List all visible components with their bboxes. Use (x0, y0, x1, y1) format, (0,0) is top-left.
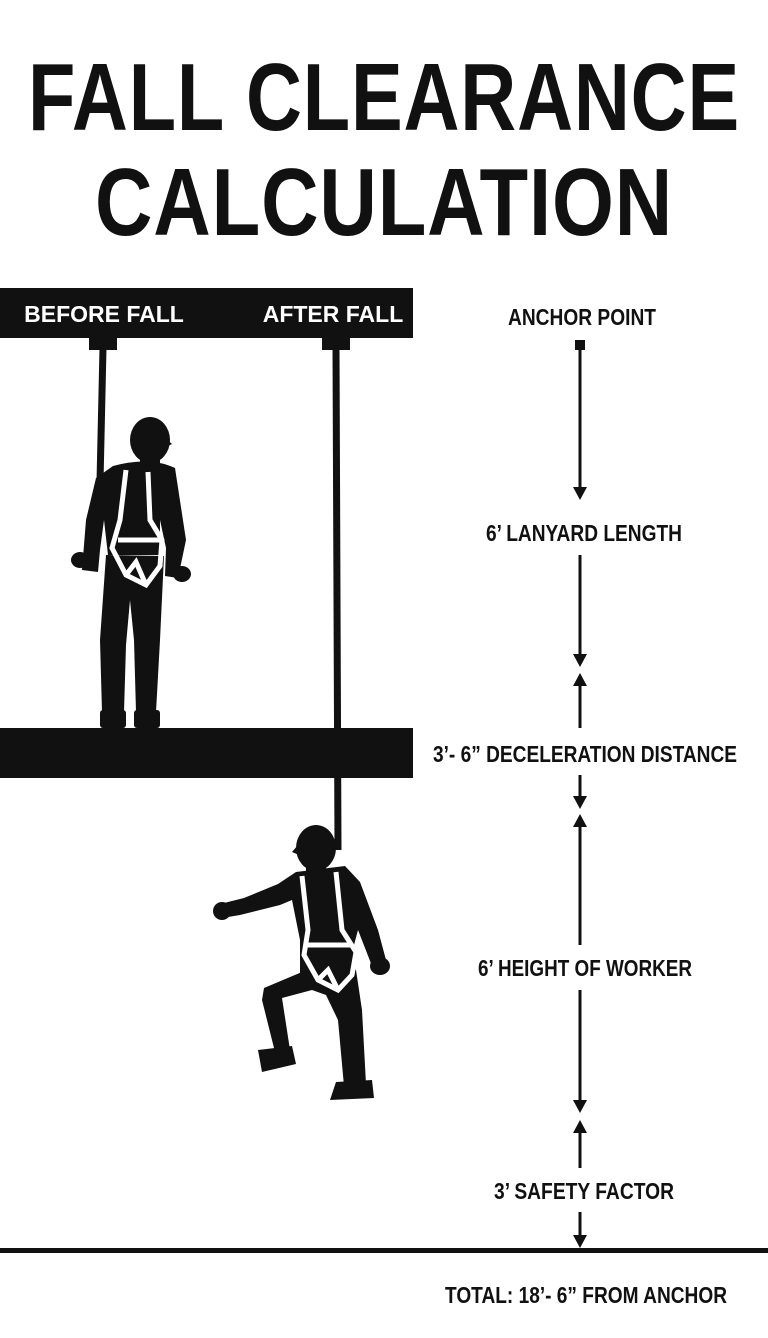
title-line-2: CALCULATION (95, 149, 673, 256)
arrow-down-icon (573, 487, 587, 500)
ground-line (0, 1248, 768, 1253)
after-fall-label: AFTER FALL (263, 301, 404, 327)
worker-height-label: 6’ HEIGHT OF WORKER (478, 955, 692, 981)
working-platform (0, 728, 413, 778)
anchor-point-marker (575, 340, 585, 350)
deceleration-distance-label: 3’- 6” DECELERATION DISTANCE (433, 741, 737, 767)
title-line-1: FALL CLEARANCE (28, 44, 740, 151)
safety-factor-label: 3’ SAFETY FACTOR (494, 1178, 674, 1204)
lanyard-before (96, 347, 107, 483)
arrow-up-icon (573, 1120, 587, 1133)
anchor-bracket-after (322, 336, 350, 350)
worker-after-fall-icon (213, 825, 390, 1100)
arrow-down-icon (573, 654, 587, 667)
arrow-down-icon (573, 1100, 587, 1113)
harness-before (109, 469, 165, 589)
arrow-down-icon (573, 1235, 587, 1248)
arrow-up-icon (573, 673, 587, 686)
measurement-arrows (573, 340, 587, 1248)
lanyard-length-label: 6’ LANYARD LENGTH (486, 520, 682, 546)
arrow-down-icon (573, 796, 587, 809)
harness-after (299, 871, 359, 994)
total-clearance-label: TOTAL: 18’- 6” FROM ANCHOR (445, 1282, 727, 1308)
arrow-up-icon (573, 814, 587, 827)
before-fall-label: BEFORE FALL (24, 301, 184, 327)
anchor-beam (0, 288, 413, 338)
anchor-point-label: ANCHOR POINT (508, 304, 656, 330)
anchor-bracket-before (89, 336, 117, 350)
